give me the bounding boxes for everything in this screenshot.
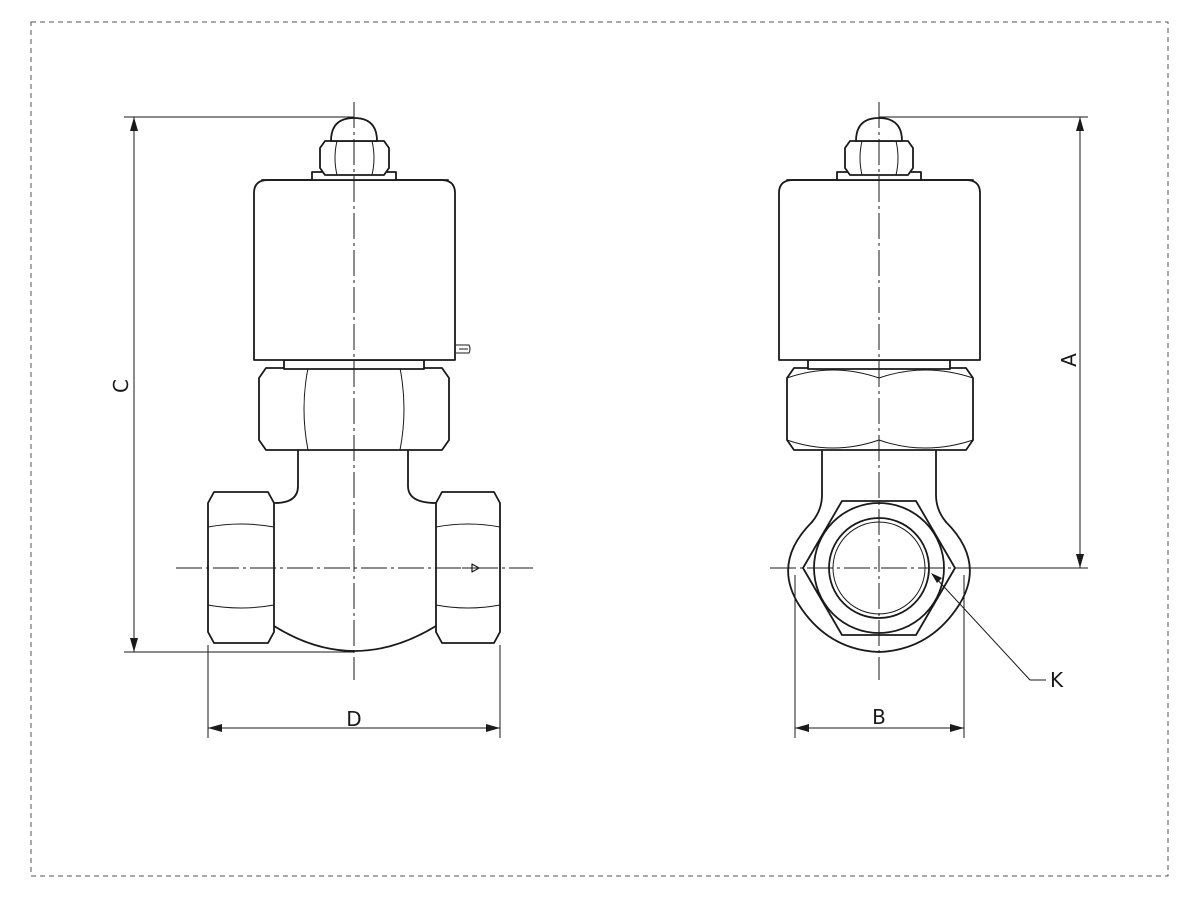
dimension-a <box>879 116 1088 569</box>
side-neck <box>811 449 947 523</box>
dimension-d-label: D <box>346 707 361 731</box>
leader-k <box>931 573 1046 681</box>
side-nut <box>786 367 974 451</box>
front-neck <box>274 449 437 504</box>
dimension-a-label: A <box>1057 353 1081 367</box>
leader-k-label: K <box>1050 668 1064 692</box>
dimension-b-label: B <box>872 705 886 729</box>
dimension-c <box>124 116 354 653</box>
dimension-d <box>207 645 501 738</box>
dimension-b <box>794 575 965 738</box>
drawing-frame <box>30 21 1169 877</box>
side-view <box>770 102 1005 680</box>
front-left-hex <box>207 491 275 644</box>
front-terminal <box>456 344 471 354</box>
front-body-belly <box>273 625 437 652</box>
front-view <box>176 102 533 680</box>
dimension-c-label: C <box>109 379 133 393</box>
